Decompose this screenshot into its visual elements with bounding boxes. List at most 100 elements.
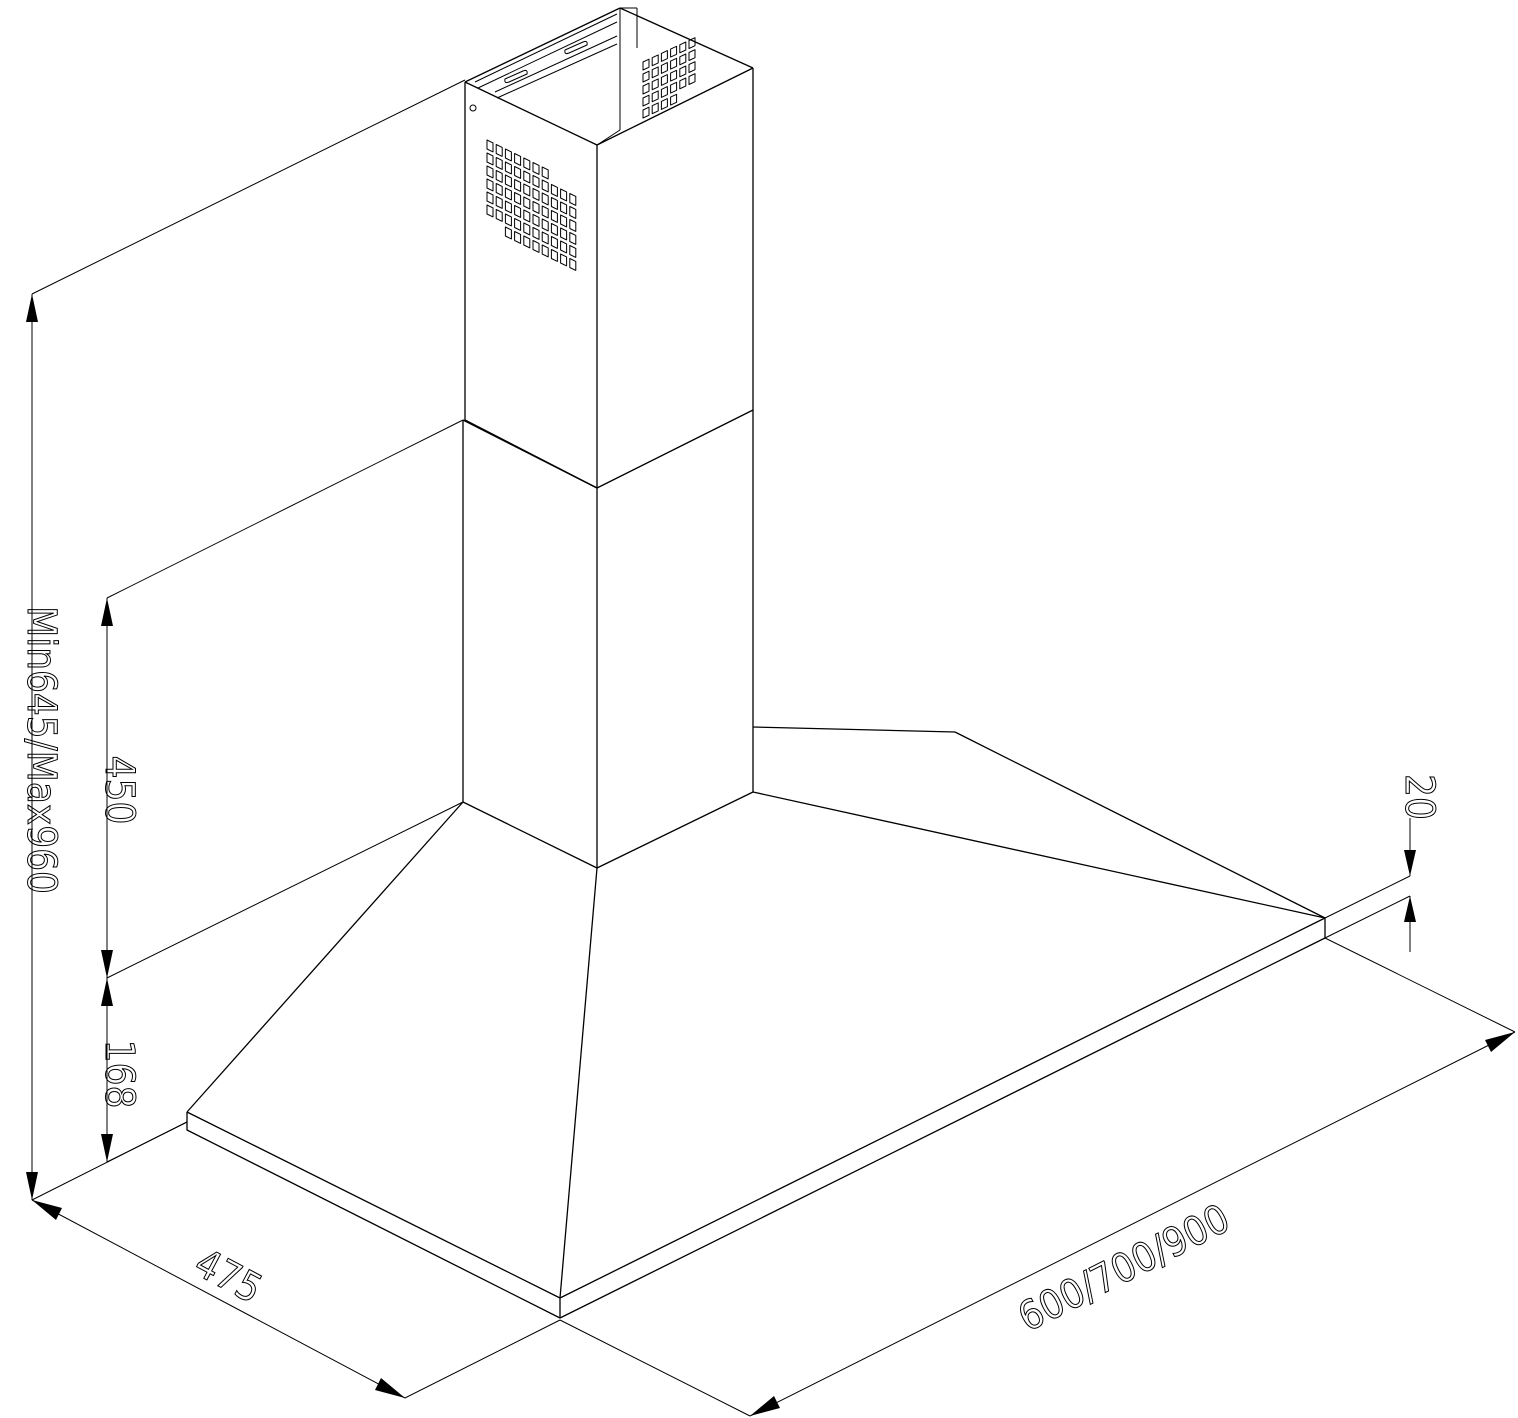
vent-hole bbox=[523, 170, 531, 184]
vent-hole bbox=[514, 179, 522, 192]
vent-hole bbox=[660, 62, 668, 74]
vent-hole bbox=[486, 204, 494, 218]
vent-hole bbox=[495, 196, 503, 209]
label-edge-thickness: 20 bbox=[1396, 774, 1442, 820]
vent-hole bbox=[569, 245, 577, 258]
vent-hole bbox=[504, 226, 512, 240]
dimension-width bbox=[559, 937, 1516, 1417]
vent-hole bbox=[660, 98, 668, 110]
vent-hole bbox=[688, 73, 696, 85]
vent-hole bbox=[486, 139, 494, 153]
vent-hole bbox=[560, 227, 568, 241]
vent-hole bbox=[670, 57, 678, 70]
vent-hole bbox=[532, 162, 540, 175]
canopy bbox=[106, 726, 1411, 1319]
vent-hole bbox=[504, 187, 512, 201]
vent-hole bbox=[495, 157, 503, 170]
upper-chimney bbox=[464, 7, 754, 489]
vent-hole bbox=[541, 244, 549, 258]
vent-hole bbox=[523, 183, 531, 197]
vent-hole bbox=[670, 81, 678, 94]
vent-hole bbox=[514, 192, 522, 205]
vent-hole bbox=[486, 191, 494, 205]
vent-hole bbox=[560, 214, 568, 228]
vent-hole bbox=[569, 258, 577, 271]
vent-hole bbox=[541, 218, 549, 232]
vent-hole bbox=[532, 188, 540, 201]
vent-hole bbox=[560, 253, 568, 267]
vent-hole bbox=[514, 166, 522, 179]
vent-hole bbox=[651, 90, 659, 103]
vent-hole bbox=[651, 66, 659, 79]
vent-hole bbox=[670, 93, 678, 106]
vent-hole bbox=[679, 65, 687, 78]
vent-hole bbox=[486, 152, 494, 166]
vent-hole bbox=[514, 205, 522, 218]
vent-hole bbox=[514, 218, 522, 231]
vent-hole bbox=[504, 148, 512, 162]
vent-hole bbox=[523, 196, 531, 210]
vent-hole bbox=[670, 69, 678, 82]
vent-hole bbox=[504, 200, 512, 214]
vent-hole bbox=[642, 70, 650, 83]
vent-hole bbox=[495, 209, 503, 222]
label-depth: 475 bbox=[187, 1240, 269, 1313]
vent-hole bbox=[495, 170, 503, 183]
vent-hole bbox=[550, 210, 558, 223]
vent-hole bbox=[532, 214, 540, 227]
vent-hole bbox=[642, 94, 650, 107]
vent-hole bbox=[486, 165, 494, 179]
vent-hole bbox=[642, 106, 650, 119]
vent-hole bbox=[550, 236, 558, 249]
vent-hole bbox=[642, 58, 650, 71]
vent-hole bbox=[486, 178, 494, 192]
dimension-depth bbox=[31, 1121, 561, 1399]
vent-hole bbox=[523, 222, 531, 236]
vent-hole bbox=[550, 223, 558, 236]
vent-hole bbox=[670, 45, 678, 58]
vent-hole bbox=[514, 231, 522, 244]
vent-hole bbox=[504, 213, 512, 227]
vent-hole bbox=[523, 157, 531, 171]
vent-hole bbox=[642, 82, 650, 95]
vent-hole bbox=[532, 240, 540, 253]
label-total-height: Min645/Max960 bbox=[18, 606, 64, 894]
vent-hole bbox=[679, 77, 687, 90]
dimension-canopy-height bbox=[101, 419, 464, 978]
vent-hole bbox=[679, 41, 687, 54]
dimension-edge-thickness bbox=[1404, 818, 1416, 952]
vent-hole bbox=[560, 240, 568, 254]
vent-hole bbox=[541, 205, 549, 219]
vent-hole bbox=[651, 78, 659, 91]
vent-grid-right bbox=[642, 37, 696, 119]
vent-grid-left bbox=[486, 139, 577, 271]
vent-hole bbox=[660, 74, 668, 86]
vent-hole bbox=[541, 231, 549, 245]
vent-hole bbox=[688, 61, 696, 73]
vent-hole bbox=[688, 49, 696, 61]
vent-hole bbox=[504, 161, 512, 175]
vent-hole bbox=[532, 227, 540, 240]
vent-hole bbox=[532, 201, 540, 214]
label-canopy-height: 450 bbox=[96, 756, 142, 825]
vent-hole bbox=[550, 197, 558, 210]
vent-hole bbox=[495, 183, 503, 196]
vent-hole bbox=[569, 193, 577, 206]
vent-hole bbox=[514, 153, 522, 166]
vent-hole bbox=[560, 188, 568, 202]
label-base-height: 168 bbox=[96, 1040, 142, 1109]
vent-hole bbox=[495, 144, 503, 157]
vent-hole bbox=[550, 249, 558, 262]
vent-hole bbox=[679, 53, 687, 66]
vent-hole bbox=[541, 192, 549, 206]
vent-hole bbox=[523, 235, 531, 249]
vent-hole bbox=[541, 179, 549, 193]
vent-hole bbox=[504, 174, 512, 188]
lower-chimney bbox=[462, 410, 754, 868]
vent-hole bbox=[541, 166, 549, 180]
vent-hole bbox=[569, 206, 577, 219]
dimension-total-height bbox=[26, 79, 466, 1200]
vent-hole bbox=[660, 50, 668, 62]
vent-hole bbox=[569, 219, 577, 232]
